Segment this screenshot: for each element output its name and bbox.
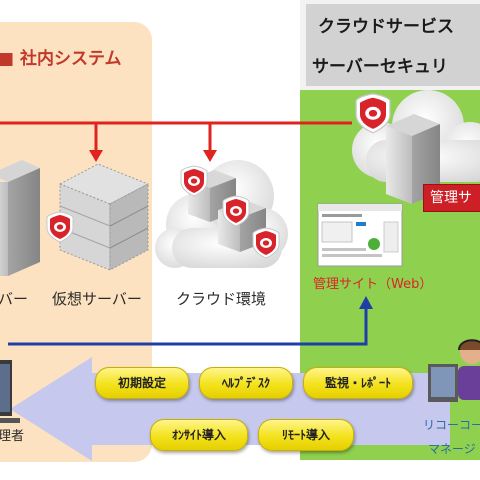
cloud-zone-title-line2: サーバーセキュリ <box>312 57 448 77</box>
red-arrowhead-1 <box>89 150 103 162</box>
company-zone-title: ■ 社内システム <box>0 44 121 69</box>
management-server-label: 管理サ <box>423 184 480 212</box>
server-icon <box>0 160 40 276</box>
blue-admin-line <box>8 306 368 346</box>
blue-arrowhead <box>359 296 373 309</box>
service-pill-monitoring-report: 監視・ﾚﾎﾟｰﾄ <box>303 367 413 399</box>
service-pill-onsite-install: ｵﾝｻｲﾄ導入 <box>150 419 248 451</box>
management-site-label: 管理サイト（Web） <box>313 277 433 292</box>
service-pill-initial-setup: 初期設定 <box>95 367 189 399</box>
cloud-zone-title-line1: クラウドサービス <box>318 17 454 37</box>
ricoh-label: リコーコー <box>423 418 480 432</box>
support-person-icon <box>428 339 480 402</box>
management-site-screenshot <box>317 203 403 267</box>
cloud-title-box <box>306 4 480 86</box>
service-pill-helpdesk: ﾍﾙﾌﾟﾃﾞｽｸ <box>199 367 293 399</box>
company-title-text: 社内システム <box>19 49 122 69</box>
cloud-environment-label: クラウド環境 <box>176 290 267 308</box>
virtual-server-icon <box>58 163 150 271</box>
virtual-server-label: 仮想サーバー <box>52 290 142 308</box>
admin-label: 理者 <box>0 429 25 444</box>
admin-pc-icon <box>0 360 20 423</box>
server-label: バー <box>0 290 29 308</box>
building-icon: ■ <box>0 49 15 69</box>
manager-label: マネージ <box>428 442 476 456</box>
red-arrowhead-2 <box>203 150 217 162</box>
service-pill-remote-install: ﾘﾓｰﾄ導入 <box>258 419 354 451</box>
